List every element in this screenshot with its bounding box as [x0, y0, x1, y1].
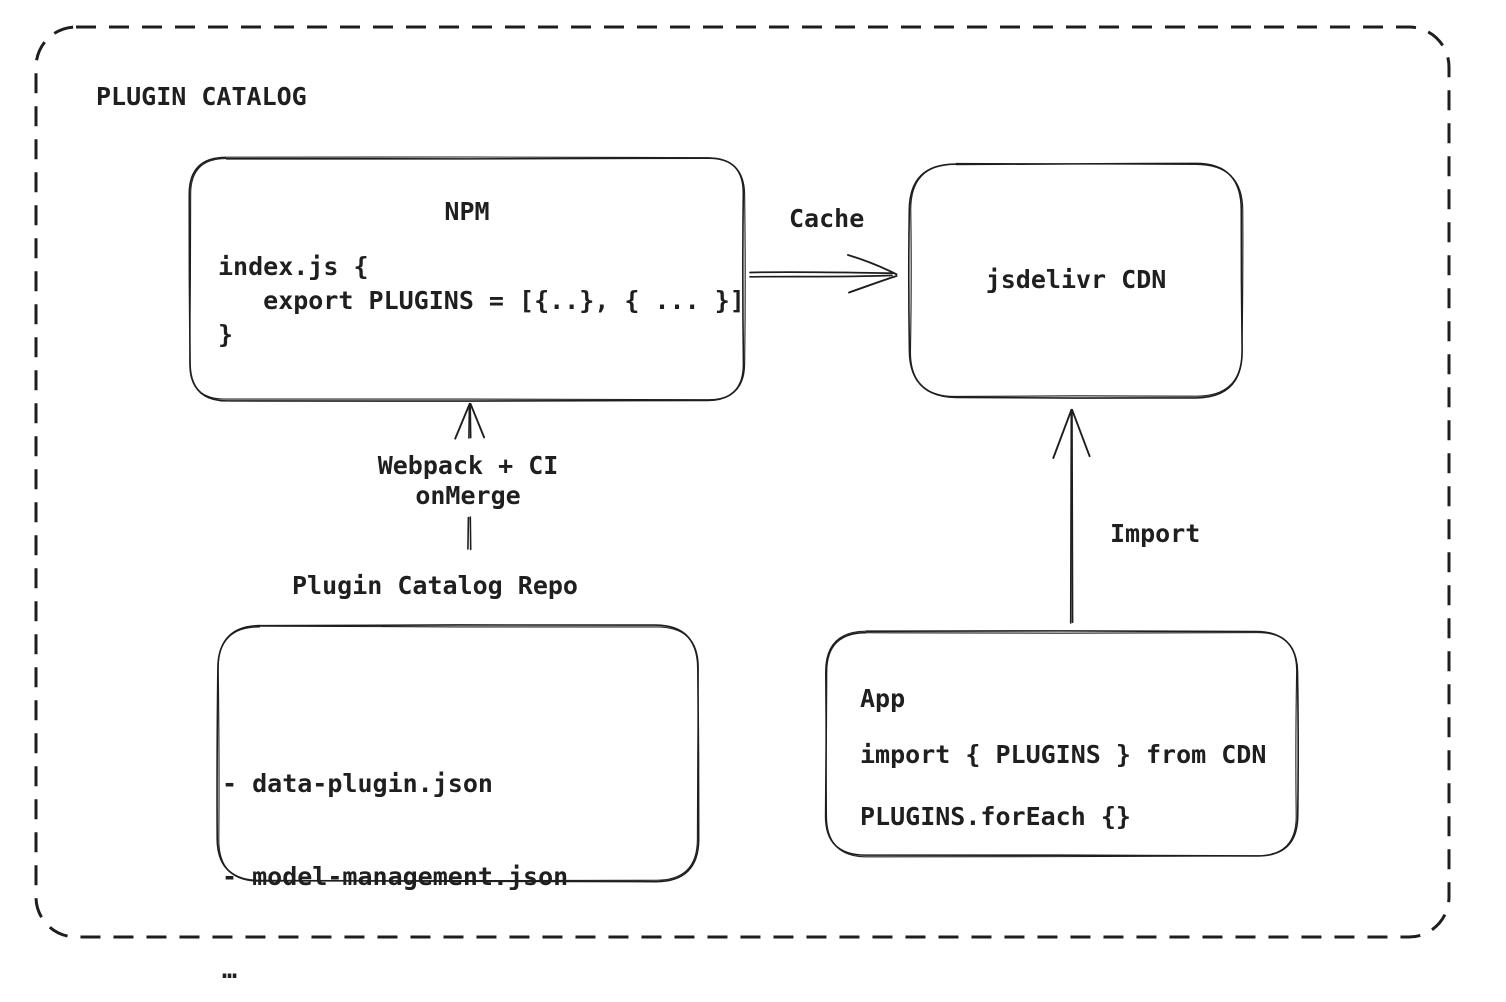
webpack-edge-label-line-2: onMerge: [415, 481, 521, 510]
cdn-node-outline: [909, 162, 1244, 398]
app-node-outline: [825, 630, 1298, 858]
plugin-catalog-title: PLUGIN CATALOG: [96, 82, 307, 111]
repo-file-item-2: - model-management.json: [222, 862, 569, 891]
cdn-node-title: jsdelivr CDN: [985, 265, 1167, 294]
webpack-edge-label-line-1: Webpack + CI: [377, 451, 559, 480]
repo-node-title: Plugin Catalog Repo: [292, 571, 578, 600]
repo-file-item-1: - data-plugin.json: [222, 769, 493, 798]
import-arrow: [1052, 408, 1091, 624]
cdn-node-outline: [908, 162, 1243, 399]
app-code-line-1: import { PLUGINS } from CDN: [860, 740, 1267, 769]
cache-edge-label: Cache: [789, 204, 865, 233]
npm-code-line-1: index.js {: [218, 252, 369, 281]
repo-file-list: - data-plugin.json - model-management.js…: [222, 707, 568, 1002]
plugin-catalog-dashed-border: [34, 25, 1451, 939]
repo-file-item-3: …: [222, 955, 238, 984]
npm-code-line-2: export PLUGINS = [{..}, { ... }]: [218, 286, 745, 315]
npm-node-title: NPM: [444, 197, 490, 226]
npm-node-outline: [189, 156, 746, 401]
webpack-arrow: [454, 402, 486, 551]
npm-code-line-3: }: [218, 320, 234, 349]
app-node-title: App: [860, 684, 906, 713]
cache-arrow: [749, 254, 898, 294]
npm-node-outline: [188, 156, 745, 402]
repo-node-outline: [217, 624, 699, 882]
app-code-line-2: PLUGINS.forEach {}: [860, 802, 1131, 831]
import-edge-label: Import: [1110, 519, 1201, 548]
repo-node-outline: [216, 624, 700, 883]
